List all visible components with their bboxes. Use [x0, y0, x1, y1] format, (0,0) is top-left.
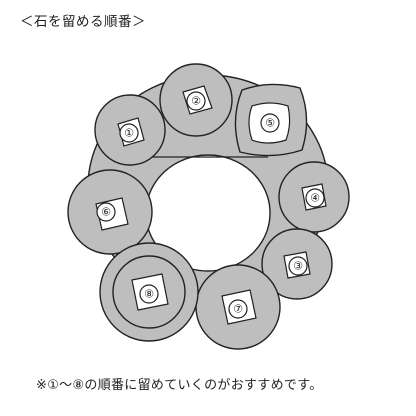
stone-label-8: ⑧ — [144, 288, 154, 301]
stone-label-1: ① — [124, 127, 134, 140]
stone-label-7: ⑦ — [233, 303, 243, 316]
stone-4: ④ — [278, 161, 350, 233]
stone-6: ⑥ — [67, 169, 153, 255]
diagram-title: ＜石を留める順番＞ — [20, 14, 146, 30]
stone-1: ① — [94, 94, 166, 166]
stone-label-3: ③ — [293, 260, 303, 273]
stone-label-6: ⑥ — [101, 206, 111, 219]
footnote-note: ※①～⑧の順番に留めていくのがおすすめです。 — [36, 378, 323, 393]
stone-label-2: ② — [191, 95, 201, 108]
stone-3: ③ — [261, 228, 333, 300]
stone-label-4: ④ — [310, 192, 320, 205]
stone-label-5: ⑤ — [265, 117, 275, 130]
stone-2: ② — [159, 63, 233, 137]
stone-7: ⑦ — [195, 264, 281, 350]
stone-5: ⑤ — [234, 83, 308, 157]
stone-8: ⑧ — [99, 242, 199, 342]
